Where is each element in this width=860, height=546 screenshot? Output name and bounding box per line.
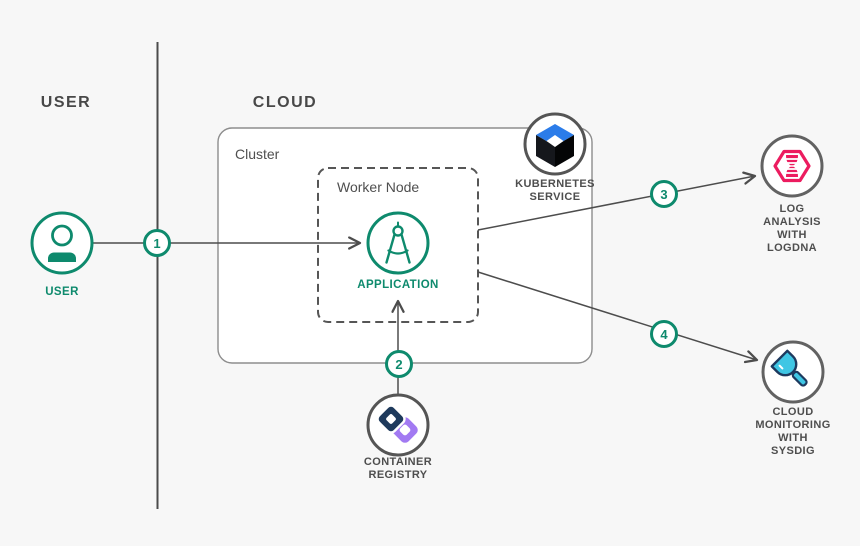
person-icon — [48, 224, 76, 262]
application-node — [366, 211, 430, 275]
arrow-step3-cluster-to-log-analysis — [477, 171, 757, 231]
worker-node-box — [317, 167, 479, 323]
container-registry-node — [366, 393, 430, 457]
log-analysis-node — [760, 134, 824, 198]
sysdig-shovel-icon — [770, 349, 808, 387]
kubernetes-cube-icon — [536, 124, 574, 167]
user-node — [30, 211, 94, 275]
kubernetes-service-node — [523, 112, 587, 176]
logdna-hexagon-dna-icon — [773, 149, 811, 183]
container-registry-cubes-icon — [376, 404, 418, 443]
arrow-step4-cluster-to-cloud-monitoring — [477, 271, 759, 364]
drafting-compass-icon — [385, 221, 411, 264]
cloud-monitoring-node — [761, 340, 825, 404]
